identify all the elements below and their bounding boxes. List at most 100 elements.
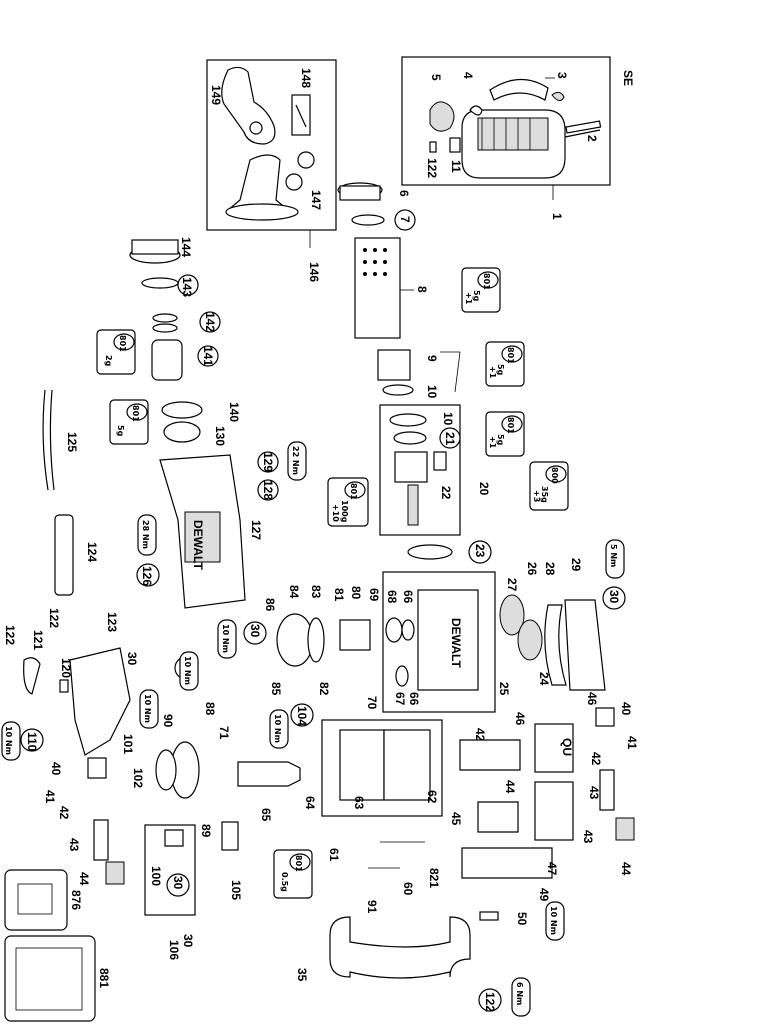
- callout-30e: 104: [295, 706, 309, 726]
- callout-64: 61: [327, 848, 341, 862]
- callout-121: 121: [31, 630, 45, 650]
- callout-45: 43: [581, 830, 595, 844]
- part-100-plate: [221, 821, 239, 851]
- lube-badge-2: 801 5g +1: [485, 341, 525, 387]
- callout-148: 148: [299, 68, 313, 88]
- callout-66a: 66: [401, 590, 415, 604]
- callout-85: 85: [269, 682, 283, 696]
- part-65-stator: [383, 729, 431, 801]
- part-81-shaft: [339, 619, 371, 651]
- part-89-armature: [237, 761, 301, 787]
- callout-130: 130: [213, 426, 227, 446]
- callout-149: 149: [209, 85, 223, 105]
- part-8-tube: [354, 237, 401, 339]
- callout-5: 5: [429, 74, 443, 81]
- handle-assembly-group: 146 147 148 149: [206, 59, 337, 282]
- svg-text:5g: 5g: [472, 290, 481, 302]
- callout-122c: 122: [3, 625, 17, 645]
- callout-3: 3: [555, 72, 569, 79]
- callout-11: 11: [449, 160, 463, 173]
- callout-66b: 66: [407, 692, 421, 706]
- svg-text:100g: 100g: [340, 500, 349, 523]
- callout-28: 28: [543, 562, 557, 576]
- callout-24: 24: [537, 672, 551, 686]
- part-10-oring: [382, 384, 414, 396]
- part-22-striker: [394, 451, 428, 483]
- svg-text:801: 801: [294, 855, 303, 872]
- callout-20: 20: [477, 482, 491, 496]
- callout-23: 23: [473, 544, 487, 558]
- callout-103: 90: [161, 714, 175, 728]
- svg-text:10 Nm: 10 Nm: [143, 694, 152, 723]
- part-49-cover: [461, 847, 553, 879]
- callout-47: 42: [473, 728, 487, 742]
- svg-text:10 Nm: 10 Nm: [221, 624, 230, 653]
- callout-30b: 30: [248, 624, 262, 638]
- part-47-gearbox: [417, 589, 479, 691]
- callout-127: 127: [249, 520, 263, 540]
- part-141-chuck: [151, 339, 183, 381]
- callout-147: 147: [309, 190, 323, 210]
- brush-holder-box: [144, 824, 196, 916]
- callout-40b: 40: [619, 702, 633, 716]
- callout-110: 30: [125, 652, 139, 666]
- callout-63: 91: [365, 900, 379, 914]
- callout-109: 106: [167, 940, 181, 960]
- callout-81: 81: [332, 588, 346, 602]
- callout-88: 64: [303, 796, 317, 810]
- svg-text:5 Nm: 5 Nm: [609, 544, 618, 567]
- callout-4: 4: [461, 72, 475, 79]
- callout-89: 65: [259, 808, 273, 822]
- callout-29: 29: [569, 558, 583, 572]
- brand-text-housing: DEWALT: [191, 520, 205, 570]
- callout-91: 35: [295, 968, 309, 982]
- callout-43b: 43: [587, 786, 601, 800]
- callout-144: 144: [179, 237, 193, 257]
- svg-text:35g: 35g: [540, 486, 549, 503]
- callout-43a: 43: [67, 838, 81, 852]
- callout-42a: 42: [57, 806, 71, 820]
- svg-text:801: 801: [506, 347, 515, 364]
- part-876-label: [4, 869, 68, 931]
- callout-101: 88: [203, 702, 217, 716]
- callout-122b: 122: [47, 608, 61, 628]
- callout-82: 82: [317, 682, 331, 696]
- svg-text:10 Nm: 10 Nm: [273, 714, 282, 743]
- part-124-tube: [54, 514, 74, 596]
- motor-box: [321, 719, 443, 817]
- side-handle-bolt: [565, 120, 602, 134]
- callout-69: 69: [367, 588, 381, 602]
- callout-2: 2: [585, 135, 599, 142]
- callout-122: 122: [425, 158, 439, 178]
- lube-badge-5: 801 100g +10: [327, 477, 369, 527]
- svg-text:5g: 5g: [496, 434, 505, 446]
- piston-box: [379, 404, 461, 536]
- callout-129: 129: [261, 452, 275, 472]
- side-handle-group: 1 2 3 4 5 11 122: [401, 56, 611, 220]
- callout-44b: 44: [619, 862, 633, 876]
- callout-86: 86: [263, 598, 277, 612]
- svg-text:10 Nm: 10 Nm: [4, 726, 13, 755]
- lube-badge-8: 801 0.5g: [273, 849, 313, 899]
- callout-26: 26: [525, 562, 539, 576]
- part-7-oring: [351, 214, 385, 226]
- callout-120: 120: [59, 658, 73, 678]
- callout-146: 146: [307, 262, 321, 282]
- callout-65: 62: [425, 790, 439, 804]
- callout-27: 27: [505, 578, 519, 592]
- svg-text:2g: 2g: [104, 355, 113, 367]
- side-handle-clamp: [489, 78, 549, 101]
- svg-text:22 Nm: 22 Nm: [291, 446, 300, 475]
- callout-821: 50: [515, 912, 529, 926]
- callout-9: 9: [425, 355, 439, 362]
- part-29-cover: [564, 599, 606, 691]
- side-handle-box: [401, 56, 611, 186]
- callout-83: 83: [309, 585, 323, 599]
- part-881-case: [4, 935, 96, 1022]
- qu-box: [534, 723, 574, 773]
- callout-105: 102: [131, 768, 145, 788]
- lube-badge-6: 801 2g: [96, 329, 136, 375]
- callout-141: 141: [201, 346, 215, 366]
